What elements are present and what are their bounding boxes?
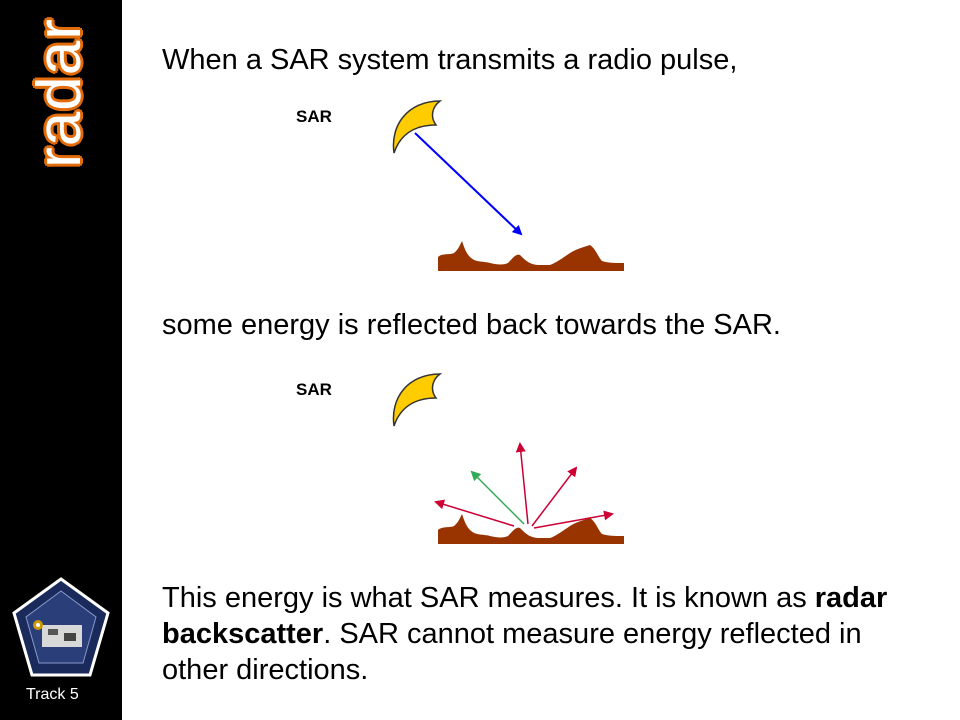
scatter-arrow-right [533, 510, 614, 529]
sar-label-1: SAR [296, 107, 332, 126]
terrain-1 [438, 241, 624, 271]
sar-label-2: SAR [296, 380, 332, 399]
reflection-line: some energy is reflected back towards th… [162, 309, 781, 341]
sidebar: radar Track 5 [0, 0, 122, 720]
explanation-paragraph: This energy is what SAR measures. It is … [162, 580, 922, 688]
intro-line: When a SAR system transmits a radio puls… [162, 44, 738, 76]
scatter-arrow-right-up [531, 466, 578, 527]
satellite-crescent-2 [392, 373, 443, 427]
radar-backscatter-term: radar backscatter [162, 582, 888, 650]
pulse-arrow [414, 132, 523, 236]
explanation-text-2: . SAR cannot measure energy reflected in… [162, 618, 862, 686]
terrain-2 [438, 514, 624, 544]
backscatter-diagram [392, 373, 624, 544]
satellite-crescent-1 [392, 100, 443, 154]
explanation-text-1: This energy is what SAR measures. It is … [162, 582, 815, 614]
scatter-arrow-up [515, 442, 529, 525]
vertical-title: radar [25, 18, 94, 168]
scatter-arrow-left [434, 499, 515, 527]
backscatter-arrow [470, 470, 525, 525]
transmit-diagram [392, 100, 624, 271]
track-label: Track 5 [26, 686, 79, 703]
mini-rf-logo [12, 577, 110, 677]
